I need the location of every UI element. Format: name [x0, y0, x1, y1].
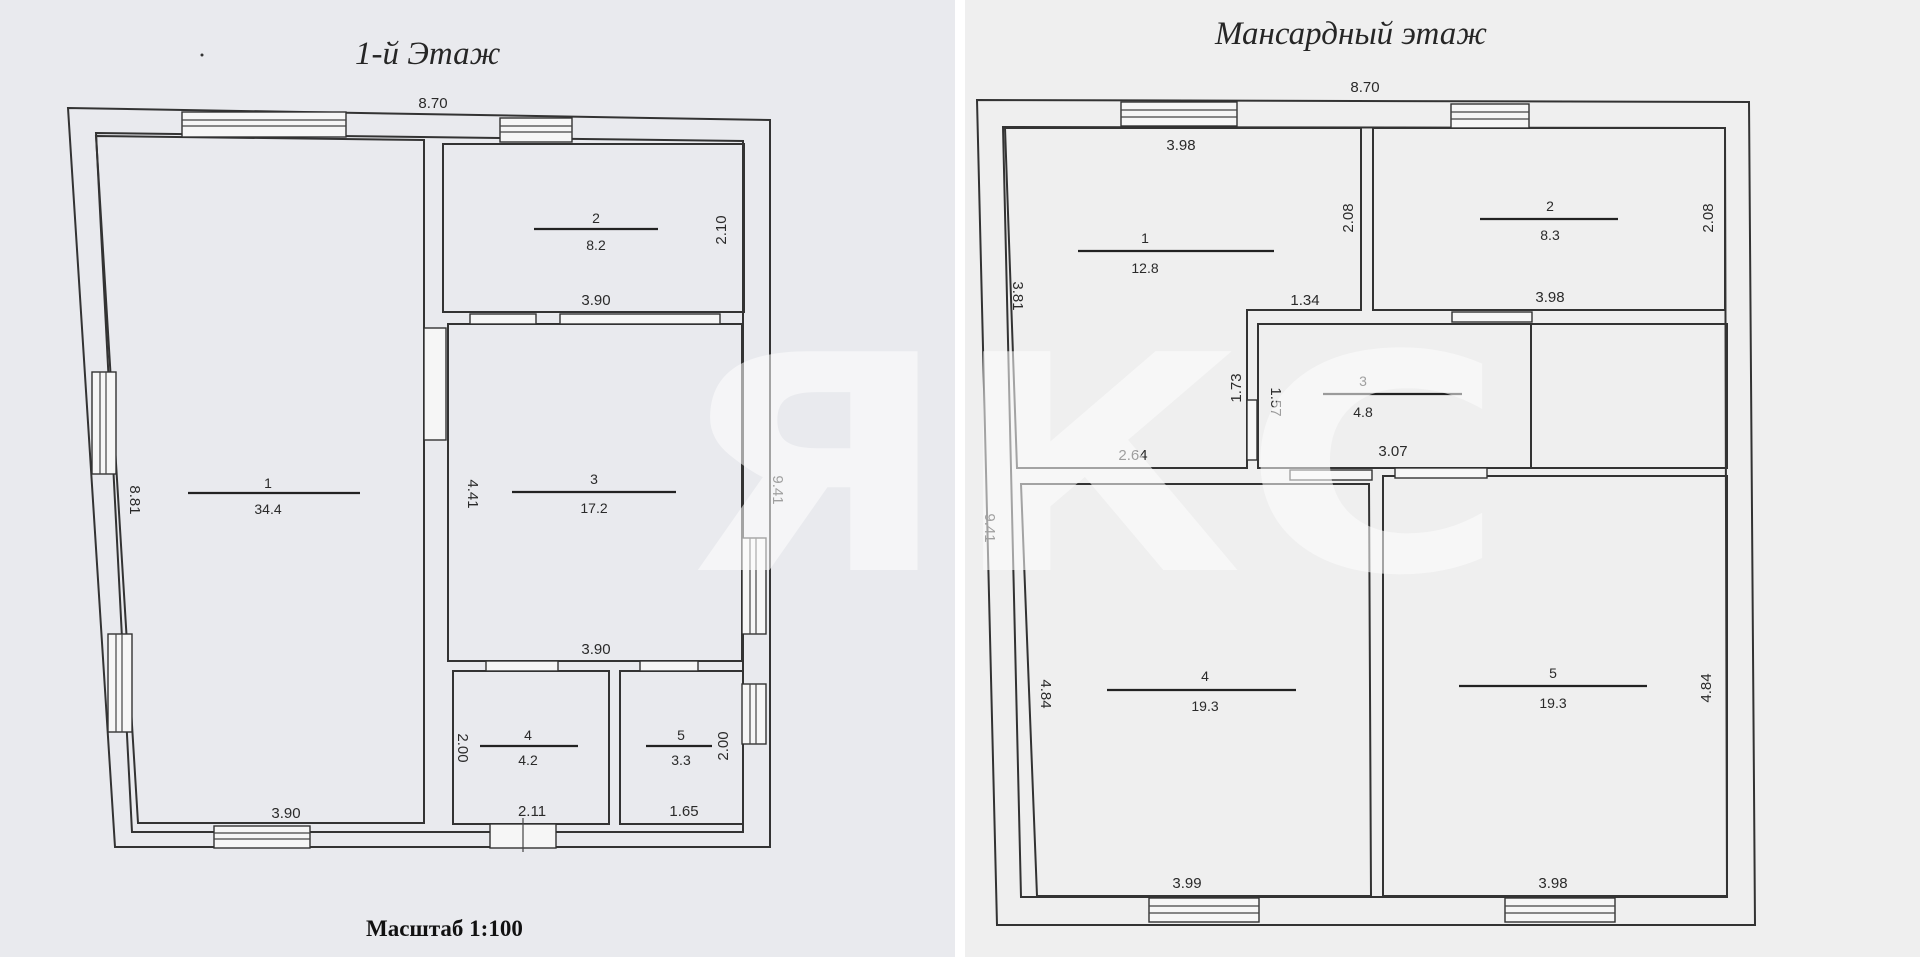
first-floor-plan: 1-й Этаж: [66, 36, 786, 941]
room-5-number: 5: [677, 727, 685, 743]
room-2-area: 8.3: [1540, 227, 1560, 243]
attic-floor-title: Мансардный этаж: [1214, 16, 1487, 52]
door-room1-room3: [423, 327, 447, 441]
room-3-area: 4.8: [1353, 404, 1373, 420]
window-bottom-left: [213, 825, 311, 849]
window-left-upper: [91, 371, 117, 475]
room-1-right-dim: 2.08: [1340, 203, 1357, 232]
room-1-left-dim: 8.81: [126, 485, 143, 514]
room-5-right-dim: 4.84: [1698, 673, 1715, 702]
room-3-number: 3: [1359, 373, 1367, 389]
room-2-number: 2: [592, 210, 600, 226]
room-1-notch-dim: 1.34: [1290, 292, 1319, 309]
window-top-right: [499, 117, 573, 143]
door-room3-room5: [639, 660, 699, 672]
room-3-bottom-dim: 3.90: [581, 641, 610, 658]
room-1-outline: [94, 134, 425, 824]
room-4-number: 4: [1201, 668, 1209, 684]
room-2-outline: [1372, 127, 1726, 311]
room-5-right-dim: 2.00: [715, 731, 732, 760]
room-5-number: 5: [1549, 665, 1557, 681]
window-bottom-left: [1148, 897, 1260, 923]
speck: [200, 53, 204, 57]
first-floor-title: 1-й Этаж: [355, 36, 501, 72]
room-1-number: 1: [1141, 230, 1149, 246]
room-4-area: 4.2: [518, 752, 538, 768]
door-room1-room3: [1246, 399, 1258, 461]
room-5-area: 3.3: [671, 752, 691, 768]
room-3-bottom-dim: 3.07: [1378, 443, 1407, 460]
room-4-outline: [1019, 483, 1373, 897]
window-top-left: [181, 111, 347, 138]
room-1-notch-side-dim: 1.73: [1228, 373, 1245, 402]
overall-width-label: 8.70: [418, 95, 447, 112]
door-room3-room4: [485, 660, 559, 672]
inner-wall-outline: [94, 131, 744, 833]
room-3-left-dim: 1.57: [1267, 387, 1284, 416]
room-2-bottom-dim: 3.90: [581, 292, 610, 309]
room-5-bottom-dim: 3.98: [1538, 875, 1567, 892]
room-1-bottom-dim: 3.90: [271, 805, 300, 822]
attic-floor-plan: Мансардный этаж: [975, 16, 1757, 926]
room-5-area: 19.3: [1539, 695, 1566, 711]
room-2-right-dim: 2.10: [713, 215, 730, 244]
room-2-area: 8.2: [586, 237, 606, 253]
room-1-top-dim: 3.98: [1166, 137, 1195, 154]
room-1-left-dim: 3.81: [1009, 281, 1026, 310]
window-right-middle: [741, 537, 767, 635]
room-4-outline: [452, 670, 610, 825]
inner-wall-outline: [1001, 125, 1729, 898]
window-right-lower: [741, 683, 767, 745]
room-4-number: 4: [524, 727, 532, 743]
room-adjacent-outline: [1530, 323, 1728, 469]
room-2-right-dim: 2.08: [1700, 203, 1717, 232]
room-3-number: 3: [590, 471, 598, 487]
room-5-bottom-dim: 1.65: [669, 803, 698, 820]
room-1-number: 1: [264, 475, 272, 491]
window-bottom-right: [1504, 897, 1616, 923]
room-1-area: 12.8: [1131, 260, 1158, 276]
outer-wall-outline: [66, 106, 771, 848]
room-2-number: 2: [1546, 198, 1554, 214]
room-4-left-dim: 4.84: [1037, 679, 1054, 708]
room-3-area: 17.2: [580, 500, 607, 516]
window-top-right: [1450, 103, 1530, 129]
scale-label: Масштаб 1:100: [366, 916, 523, 941]
first-floor-panel: 1-й Этаж: [0, 0, 955, 957]
room-4-left-dim: 2.00: [454, 733, 471, 762]
room-3-left-dim: 4.41: [464, 479, 481, 508]
room-2-outline: [442, 143, 745, 313]
room-4-bottom-dim: 3.99: [1172, 875, 1201, 892]
outer-wall-outline: [975, 98, 1757, 926]
overall-width-label: 8.70: [1350, 79, 1379, 96]
door-room3-hall: [1289, 467, 1488, 481]
entrance-door: [489, 818, 557, 852]
door-room2-room3: [469, 313, 721, 325]
room-1-outline: [1003, 127, 1362, 469]
room-1-area: 34.4: [254, 501, 281, 517]
overall-depth-label: 9.41: [981, 513, 998, 542]
room-2-bottom-dim: 3.98: [1535, 289, 1564, 306]
room-5-outline: [1382, 475, 1728, 897]
attic-floor-panel: Мансардный этаж: [965, 0, 1920, 957]
window-top-left: [1120, 101, 1238, 127]
room-4-area: 19.3: [1191, 698, 1218, 714]
room-4-bottom-dim: 2.11: [518, 803, 546, 820]
panel-divider: [955, 0, 965, 957]
overall-depth-label: 9.41: [769, 475, 786, 504]
window-left-lower: [107, 633, 133, 733]
door-room2-hall: [1451, 311, 1533, 323]
room-1-bottom-dim: 2.64: [1118, 447, 1147, 464]
